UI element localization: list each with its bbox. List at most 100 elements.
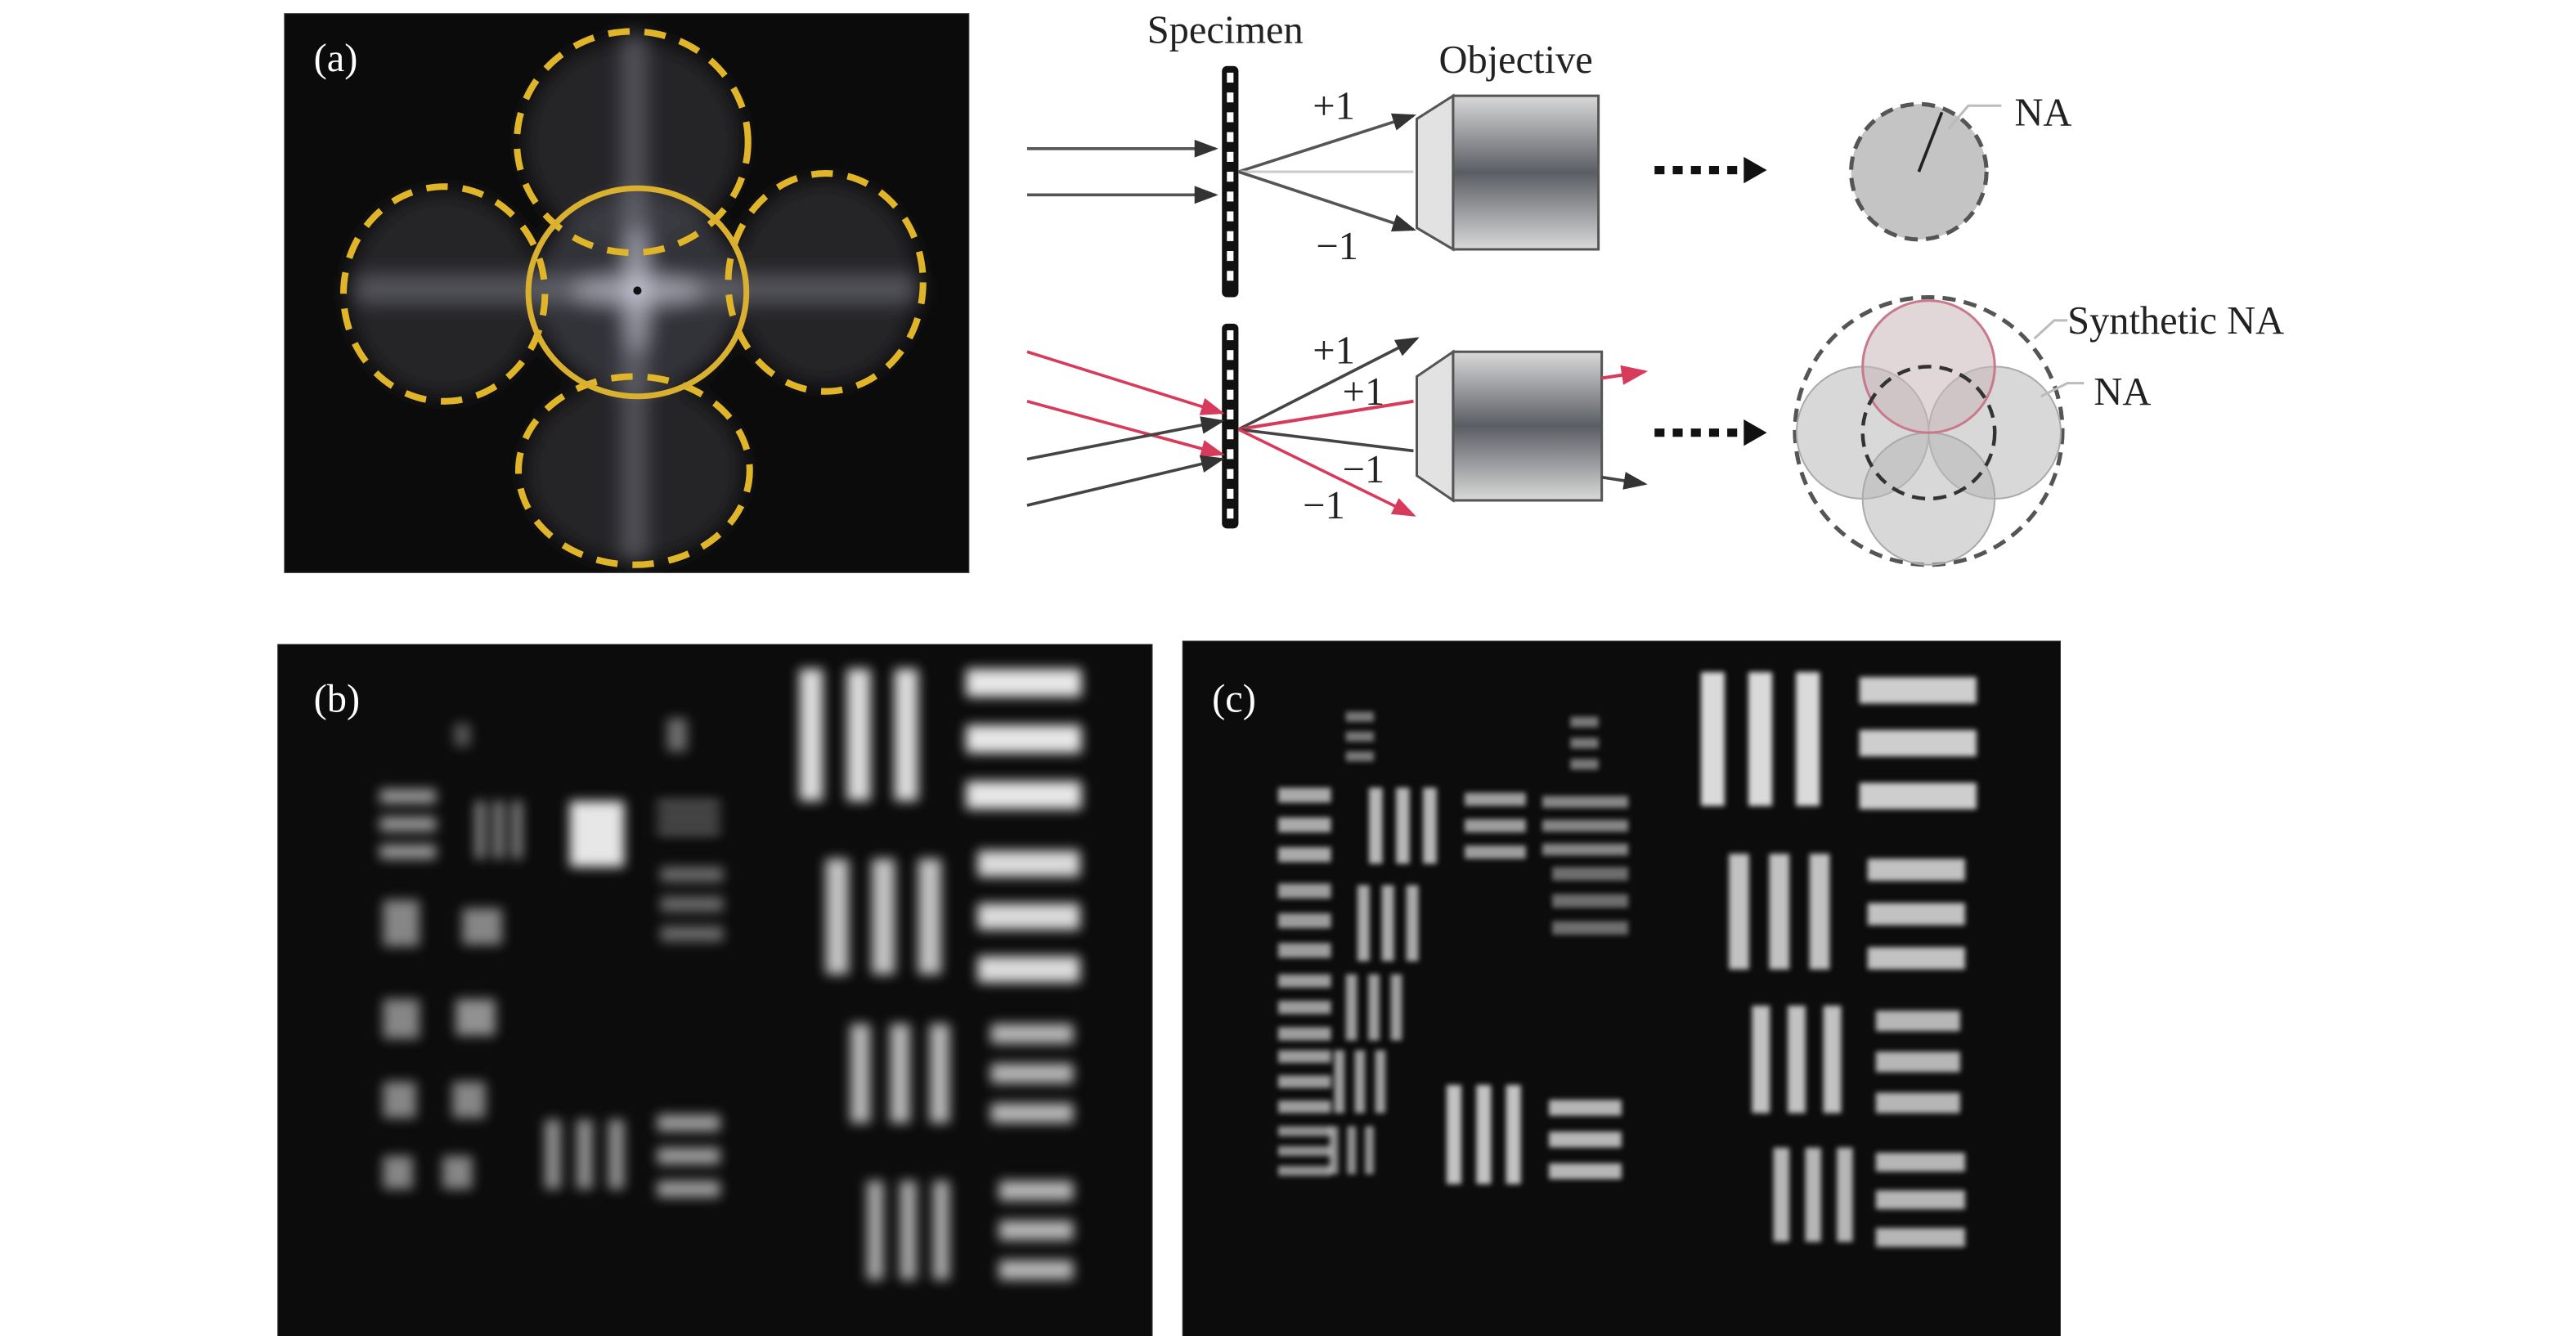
dotted-arrow-top-icon [1654, 156, 1767, 184]
bar-group [383, 998, 420, 1039]
bar-group [999, 1181, 1074, 1280]
target-bar [1375, 1050, 1386, 1114]
target-bar [1506, 1084, 1521, 1185]
bar-group [666, 718, 687, 751]
target-bar [1277, 1100, 1331, 1114]
target-bar [1277, 1126, 1331, 1136]
bar-group [383, 1081, 416, 1119]
target-bar [1769, 854, 1790, 970]
target-blob [442, 1155, 473, 1190]
grating-slit [1227, 251, 1234, 262]
target-bar [999, 1220, 1074, 1240]
target-blob [456, 998, 496, 1036]
panel-c-image: (c) [1182, 640, 2061, 1336]
target-bar [1773, 1147, 1790, 1242]
target-bar [494, 800, 504, 859]
target-blob [666, 718, 687, 751]
target-blob [454, 723, 471, 746]
sub-aperture-left [339, 183, 549, 405]
target-bar [1796, 672, 1820, 806]
grating-slit [1227, 92, 1234, 103]
target-bar [1406, 885, 1419, 962]
bar-group [1875, 1152, 1965, 1247]
bar-group [379, 789, 437, 859]
target-bar [657, 827, 720, 834]
bar-group [545, 1119, 625, 1190]
target-bar [1859, 729, 1977, 757]
grating-slit [1227, 409, 1234, 420]
panel-c-label: (c) [1212, 678, 1256, 721]
target-bar [1823, 1006, 1842, 1114]
exit-ray-red [1601, 365, 1649, 385]
bar-group [452, 1081, 486, 1119]
grating-slit [1227, 509, 1234, 519]
grating-slit [1227, 468, 1234, 479]
target-bar [1277, 787, 1331, 803]
bar-group [1368, 787, 1437, 864]
spectrum-dc-dot [633, 286, 642, 295]
target-bar [1368, 787, 1383, 864]
bar-group [1277, 974, 1331, 1041]
oblique-ray-dark-2 [1026, 455, 1225, 507]
target-blob [452, 1081, 486, 1119]
target-bar [1277, 943, 1331, 958]
objective-lens-bottom [1415, 349, 1604, 503]
bar-group [1329, 1126, 1374, 1175]
target-bar [1542, 843, 1628, 856]
grating-slit [1227, 191, 1234, 202]
target-bar [1570, 716, 1599, 728]
bar-group [1345, 711, 1374, 762]
target-bar [1329, 1126, 1339, 1175]
target-bar [1700, 672, 1725, 806]
target-bar [1549, 1131, 1622, 1148]
bar-group [442, 1155, 473, 1190]
grating-slit [1227, 72, 1234, 83]
bar-group [660, 867, 724, 942]
target-bar [1277, 1165, 1331, 1177]
target-bar [799, 669, 824, 801]
target-bar [660, 896, 724, 912]
target-bar [1875, 1152, 1965, 1172]
specimen-grating-top [1222, 65, 1239, 298]
target-bar [1748, 672, 1773, 806]
target-bar [379, 817, 437, 832]
oblique-ray-dark-1 [1026, 416, 1225, 461]
target-bar [1788, 1006, 1806, 1114]
target-bar [890, 1024, 910, 1123]
target-bar [1875, 1227, 1965, 1247]
target-bar [657, 1114, 720, 1132]
target-bar [990, 1024, 1074, 1044]
panel-a-spectrum: (a) [284, 13, 970, 573]
bar-group [1277, 1126, 1331, 1177]
pupil-na [1849, 101, 2002, 242]
order-minus1-label-b: −1 [1303, 484, 1345, 527]
dotted-arrow-bottom-icon [1654, 419, 1767, 446]
target-bar [918, 859, 941, 975]
target-bar [1549, 1163, 1622, 1180]
order-plus1-label-b: +1 [1343, 370, 1385, 414]
bar-group [475, 800, 523, 859]
diffracted-red-plus1 [1238, 399, 1414, 432]
bar-group [867, 1181, 950, 1280]
target-bar [1277, 1075, 1331, 1088]
grating-slit [1227, 211, 1234, 222]
bar-group [1859, 677, 1977, 809]
target-bar [1345, 711, 1374, 722]
target-bar [1542, 796, 1628, 809]
synthetic-na-circle [1793, 295, 2065, 567]
target-bar [1423, 787, 1437, 864]
bar-group [657, 800, 720, 834]
panel-a-label: (a) [314, 37, 358, 80]
target-bar [825, 859, 849, 975]
grating-slit [1227, 449, 1234, 460]
grating-slit [1227, 151, 1234, 162]
grating-slit [1227, 370, 1234, 380]
panel-b-image: (b) [277, 643, 1153, 1336]
target-bar [977, 850, 1080, 877]
target-bar [660, 867, 724, 882]
bar-group [569, 800, 625, 868]
target-blob [569, 800, 625, 868]
target-bar [1552, 921, 1628, 935]
panel-b-label: (b) [314, 678, 360, 721]
grating-slit [1227, 132, 1234, 142]
